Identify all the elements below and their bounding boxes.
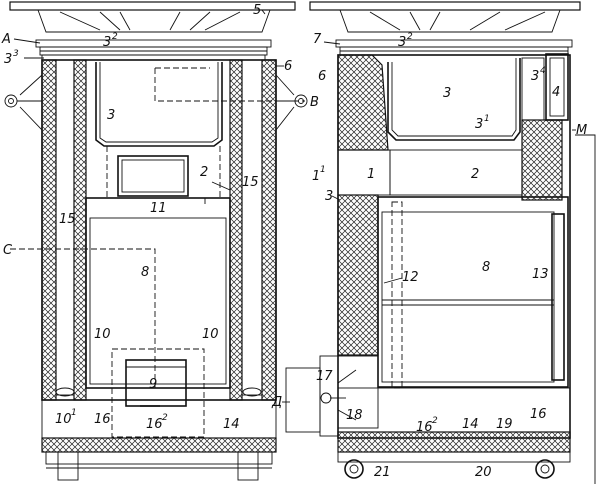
door-hinge [320,392,332,404]
front-main-chamber [85,197,231,389]
front-lid [37,9,271,33]
label-5: 5 [253,3,261,18]
label-1-1: 1 [312,169,320,184]
label-3-front: 3 [107,108,115,123]
left-handle [4,94,18,108]
side-element-13 [551,213,565,381]
label-7: 7 [313,32,322,47]
label-1: 1 [367,167,375,182]
side-right-wall [521,119,563,201]
front-floor [41,437,277,453]
side-view [285,1,596,484]
label-13: 13 [532,267,549,282]
label-c: С [3,243,13,258]
label-17: 17 [316,369,333,384]
label-3-3: 3 [4,52,12,67]
label-21: 21 [374,465,391,480]
leader-lines [13,9,576,403]
front-door-frame [111,348,205,438]
front-rim [35,39,272,48]
label-6-front: 6 [284,59,292,74]
front-left-wall [41,59,57,401]
label-3-2-side: 3 [398,35,406,50]
side-zone-2 [389,149,523,196]
label-14-side: 14 [462,417,479,432]
side-zone-1 [337,149,391,196]
label-16-side: 16 [530,407,547,422]
label-a: А [1,32,11,47]
sup-10-1: 1 [71,408,77,418]
sup-3-1: 1 [484,114,490,124]
wheel-left [344,459,364,479]
label-m: М [576,123,587,138]
side-door [285,367,321,433]
label-3-2-front: 3 [103,35,111,50]
label-3-side: 3 [443,86,451,101]
label-16-front: 16 [94,412,111,427]
label-10-1: 10 [55,412,72,427]
sup-16-2-side: 2 [432,416,438,426]
label-15-left: 15 [59,212,76,227]
label-3-left-side: 3 [325,189,333,204]
label-8-side: 8 [482,260,490,275]
side-upper-chamber [387,58,521,141]
label-2-front: 2 [200,165,208,180]
label-14-front: 14 [223,417,240,432]
label-12: 12 [402,270,419,285]
sup-3-4: 4 [540,66,546,76]
label-d: Д [271,395,282,410]
label-18: 18 [346,408,363,423]
side-lower-wall [337,194,379,356]
label-9: 9 [149,377,157,392]
front-upper-chamber [95,62,223,147]
label-3-1: 3 [475,117,483,132]
section-line-c [10,248,156,388]
label-6-side: 6 [318,69,326,84]
side-box-3-4 [521,57,545,121]
sup-3-2-front: 2 [112,32,118,42]
sup-3-3: 3 [13,49,19,59]
section-line-b [154,68,305,102]
label-10-left: 10 [94,327,111,342]
front-view [4,1,308,481]
side-bracket-m [569,120,596,484]
label-11: 11 [150,201,167,216]
label-20: 20 [475,465,492,480]
label-b: В [310,95,319,110]
side-top-cover [309,1,581,11]
side-floor [337,431,571,453]
label-10-right: 10 [202,327,219,342]
front-window [117,155,189,197]
side-box-4 [545,53,569,121]
label-16-2-front: 16 [146,417,163,432]
front-right-column [241,59,263,396]
label-3-4: 3 [531,69,539,84]
front-right-wall [229,59,243,401]
side-lid [339,9,561,33]
label-4: 4 [552,85,560,100]
side-main-chamber [377,196,569,388]
sup-1-1: 1 [320,165,326,175]
wheel-right [535,459,555,479]
label-16-2-side: 16 [416,420,433,435]
label-19: 19 [496,417,513,432]
sup-16-2-front: 2 [162,413,168,423]
sup-3-2-side: 2 [407,32,413,42]
front-left-column [55,59,75,396]
label-8-front: 8 [141,265,149,280]
label-2-side: 2 [471,167,479,182]
labels: А 3 3 3 2 5 6 В 3 2 15 11 15 С 8 10 10 9… [1,3,587,480]
side-upper-wall [337,54,389,151]
label-15-right: 15 [242,175,259,190]
